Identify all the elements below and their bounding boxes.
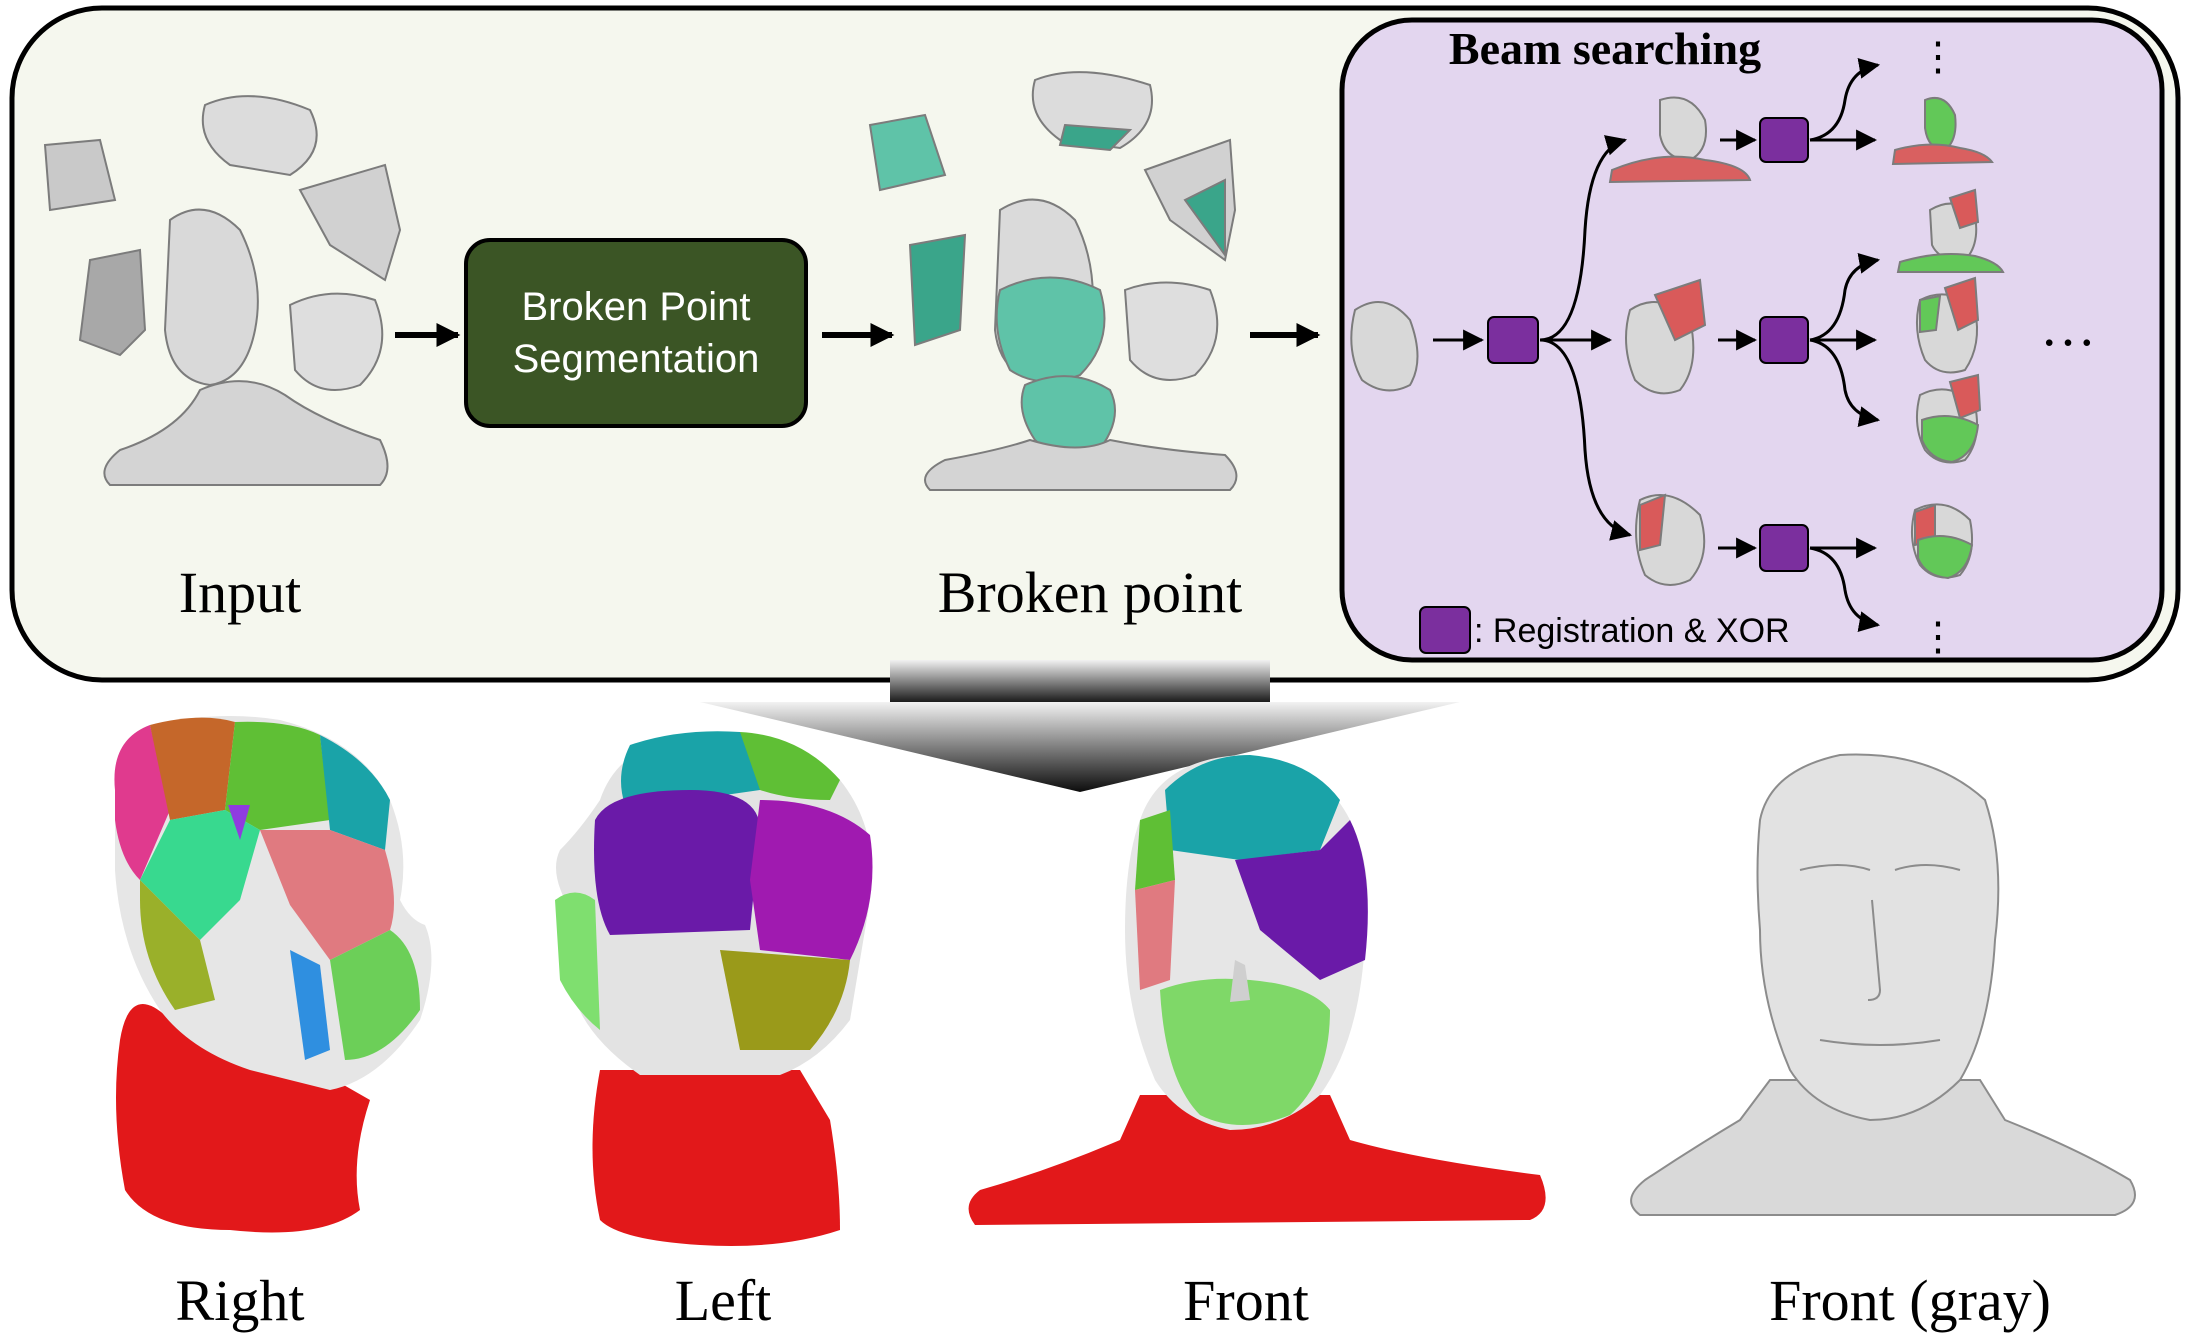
beam-branch-top-up bbox=[1809, 57, 1881, 142]
segmentation-line2: Segmentation bbox=[513, 337, 760, 381]
segmentation-box bbox=[464, 238, 808, 428]
beam-node-mid bbox=[1625, 278, 1707, 395]
beam-leaf-2 bbox=[1896, 188, 2005, 273]
beam-leaf-4 bbox=[1915, 373, 1982, 464]
result-front-label: Front bbox=[1183, 1268, 1309, 1333]
registration-box-top bbox=[1759, 117, 1809, 163]
result-right-label: Right bbox=[176, 1268, 305, 1333]
result-front-head bbox=[968, 755, 1546, 1225]
result-left-head bbox=[555, 731, 873, 1246]
result-left-label: Left bbox=[675, 1268, 772, 1333]
beam-leaf-5 bbox=[1910, 503, 1974, 580]
beam-branch-mid-down bbox=[1809, 338, 1881, 428]
input-label: Input bbox=[179, 560, 301, 625]
beam-node-top bbox=[1608, 96, 1752, 184]
legend-text: : Registration & XOR bbox=[1474, 612, 1790, 650]
beam-leaf-3 bbox=[1915, 276, 1980, 374]
beam-vdots-bottom: ⋮ bbox=[1918, 614, 1958, 659]
beam-node-bottom bbox=[1635, 493, 1706, 586]
segmentation-line1: Broken Point bbox=[521, 285, 750, 329]
registration-box-mid bbox=[1759, 316, 1809, 364]
beam-branch-down bbox=[1539, 338, 1633, 541]
beam-branch-up bbox=[1539, 135, 1628, 342]
broken-point-fragments bbox=[868, 71, 1238, 491]
funnel-arrow bbox=[700, 660, 1460, 792]
beam-branch-mid-up bbox=[1809, 252, 1881, 342]
result-front-gray-label: Front (gray) bbox=[1769, 1268, 2051, 1333]
input-fragments bbox=[43, 95, 402, 486]
broken-point-label: Broken point bbox=[938, 560, 1242, 625]
legend-registration-box bbox=[1419, 606, 1471, 654]
beam-search-title: Beam searching bbox=[1449, 23, 1761, 74]
beam-vdots-top: ⋮ bbox=[1918, 34, 1958, 79]
beam-root-node bbox=[1350, 301, 1419, 392]
registration-box-root bbox=[1487, 316, 1539, 364]
result-right-head bbox=[114, 716, 432, 1233]
registration-box-bottom bbox=[1759, 524, 1809, 572]
beam-branch-bottom-down bbox=[1809, 546, 1881, 633]
beam-ellipsis: … bbox=[2040, 296, 2096, 358]
result-front-gray-head bbox=[1630, 753, 2136, 1216]
beam-leaf-1 bbox=[1891, 96, 1994, 166]
